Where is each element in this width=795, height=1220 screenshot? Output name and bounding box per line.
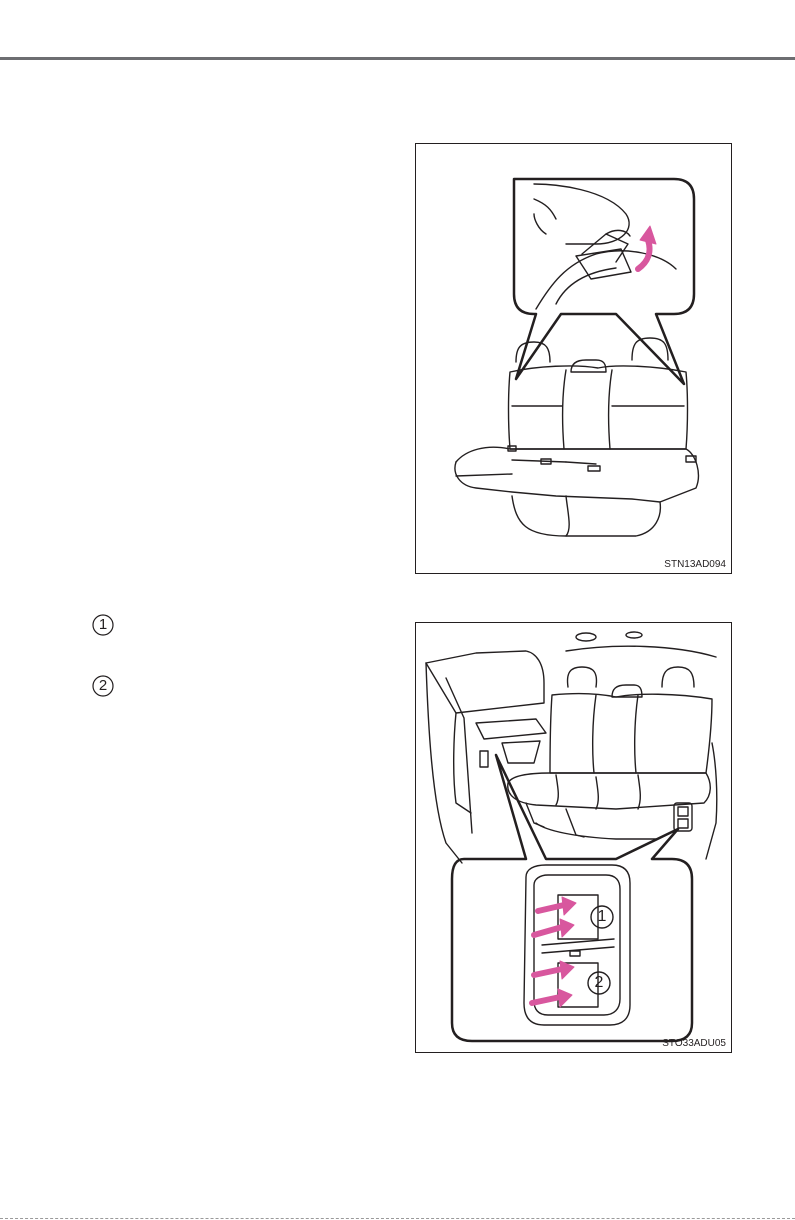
callout-label-2: 2	[588, 973, 610, 993]
step-marker-2: 2	[92, 675, 114, 697]
header-rule	[0, 57, 795, 60]
figure-code: STN13AD094	[664, 559, 726, 570]
figure-code: STO33ADU05	[662, 1038, 726, 1049]
callout-label-1: 1	[591, 907, 613, 927]
figure-rear-seat-switches: 1 2 STO33ADU05	[415, 622, 732, 1053]
figure-rear-seat-lever: STN13AD094	[415, 143, 732, 574]
rear-seat-switch-illustration	[416, 623, 733, 1054]
step-marker-1: 1	[92, 614, 114, 636]
step-marker-label: 1	[92, 614, 114, 636]
step-marker-label: 2	[92, 675, 114, 697]
footer-rule	[0, 1218, 795, 1219]
rear-seat-illustration	[416, 144, 733, 575]
